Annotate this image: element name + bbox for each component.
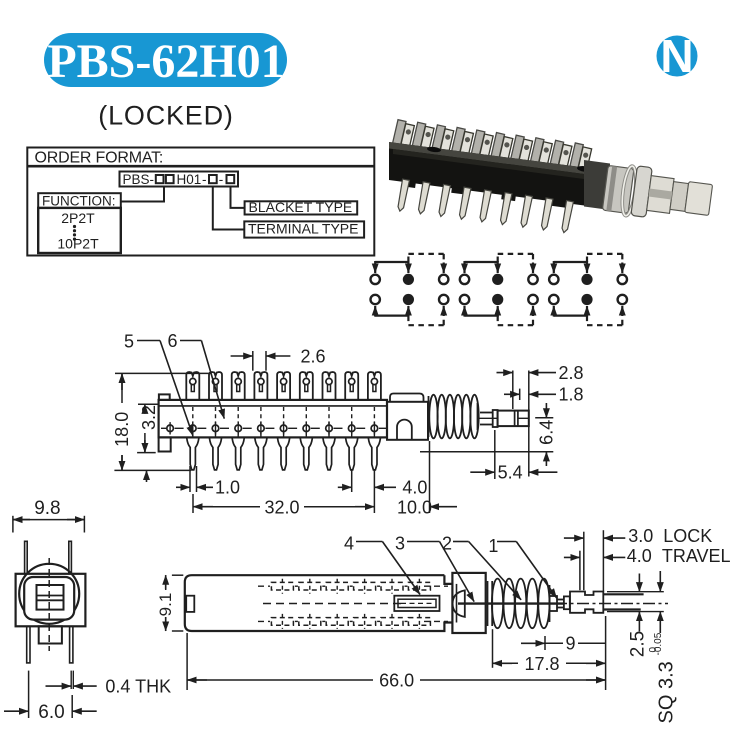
svg-text:ORDER FORMAT:: ORDER FORMAT: bbox=[35, 150, 164, 167]
svg-text:4.0: 4.0 bbox=[402, 478, 427, 498]
svg-text:2.8: 2.8 bbox=[559, 363, 584, 383]
svg-text:9: 9 bbox=[565, 634, 575, 654]
svg-text:17.8: 17.8 bbox=[524, 654, 559, 674]
svg-text:5: 5 bbox=[124, 332, 134, 352]
svg-text:1.8: 1.8 bbox=[559, 385, 584, 405]
svg-text:-: - bbox=[202, 172, 207, 187]
svg-text:TERMINAL TYPE: TERMINAL TYPE bbox=[248, 221, 358, 237]
svg-text:(LOCKED): (LOCKED) bbox=[98, 101, 233, 131]
svg-text:1: 1 bbox=[488, 536, 498, 556]
svg-text:2.5: 2.5 bbox=[628, 631, 649, 657]
svg-text:BLACKET TYPE: BLACKET TYPE bbox=[249, 199, 353, 215]
svg-text:-: - bbox=[219, 172, 224, 187]
svg-text:3.0 LOCK: 3.0 LOCK bbox=[628, 526, 712, 546]
svg-text:6: 6 bbox=[167, 331, 177, 351]
svg-text:6.0: 6.0 bbox=[38, 702, 64, 723]
svg-text:1.0: 1.0 bbox=[215, 478, 240, 498]
svg-text:5.4: 5.4 bbox=[498, 463, 523, 483]
svg-text:H01: H01 bbox=[177, 172, 202, 187]
svg-text:66.0: 66.0 bbox=[379, 671, 414, 691]
svg-text:4.0 TRAVEL: 4.0 TRAVEL bbox=[627, 546, 731, 566]
svg-text:2P2T: 2P2T bbox=[61, 210, 95, 226]
svg-text:2.6: 2.6 bbox=[301, 347, 326, 367]
svg-text:3: 3 bbox=[395, 534, 405, 554]
svg-text:9.8: 9.8 bbox=[34, 498, 60, 519]
svg-text:32.0: 32.0 bbox=[264, 497, 299, 517]
svg-text:N: N bbox=[660, 30, 693, 82]
svg-text:PBS-62H01: PBS-62H01 bbox=[47, 35, 284, 88]
svg-text:0: 0 bbox=[648, 647, 659, 653]
svg-text:9.1: 9.1 bbox=[156, 593, 175, 617]
svg-text:18.0: 18.0 bbox=[112, 412, 132, 447]
svg-text:FUNCTION:: FUNCTION: bbox=[42, 194, 116, 209]
svg-text:3.2: 3.2 bbox=[139, 405, 159, 430]
svg-text:-0.05: -0.05 bbox=[653, 632, 664, 655]
svg-text:0.4 THK: 0.4 THK bbox=[105, 677, 171, 697]
svg-text:10.0: 10.0 bbox=[397, 497, 432, 517]
svg-text:2: 2 bbox=[442, 534, 452, 554]
svg-text:SQ 3.3: SQ 3.3 bbox=[655, 661, 677, 723]
svg-text:PBS-: PBS- bbox=[123, 172, 155, 187]
svg-text:10P2T: 10P2T bbox=[57, 236, 99, 252]
svg-text:6.4: 6.4 bbox=[537, 420, 557, 445]
svg-text:4: 4 bbox=[344, 534, 354, 554]
